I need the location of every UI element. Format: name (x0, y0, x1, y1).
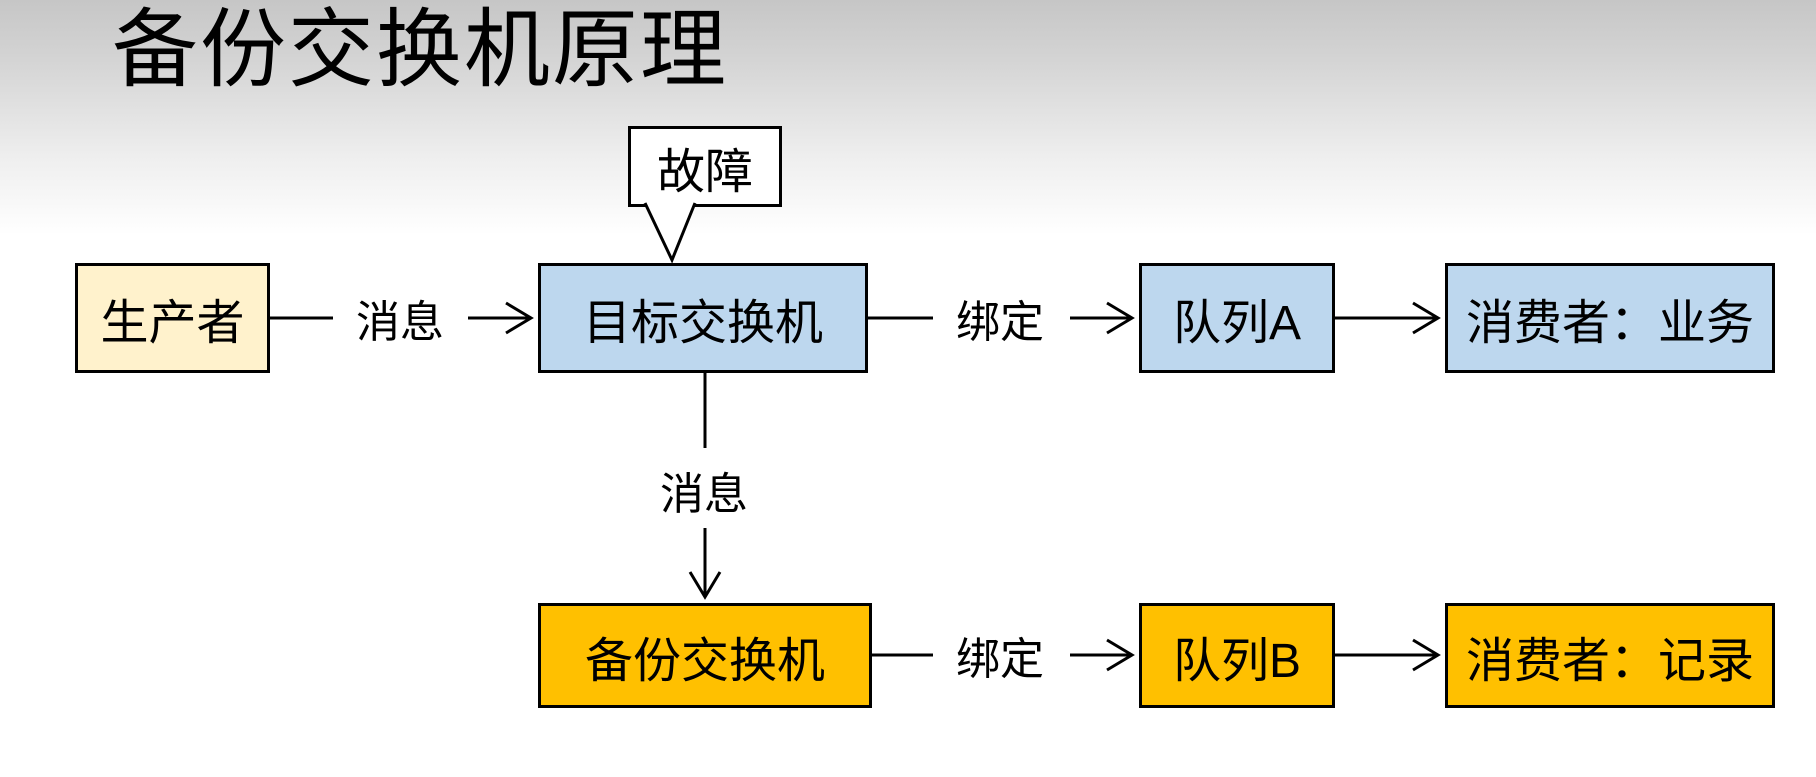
node-consumer-business: 消费者：业务 (1445, 263, 1775, 373)
node-backup-exchange: 备份交换机 (538, 603, 872, 708)
node-consumer-record-label: 消费者：记录 (1465, 634, 1754, 688)
node-target-exchange: 目标交换机 (538, 263, 868, 373)
edge-label-message-top: 消息 (356, 298, 444, 347)
node-backup-exchange-label: 备份交换机 (584, 634, 825, 688)
fault-callout: 故障 (628, 126, 782, 207)
node-producer: 生产者 (75, 263, 270, 373)
node-queue-a: 队列A (1139, 263, 1335, 373)
edge-label-binding-top: 绑定 (956, 298, 1044, 347)
edge-label-binding-bottom: 绑定 (956, 635, 1044, 684)
slide-title: 备份交换机原理 (112, 2, 728, 98)
node-queue-a-label: 队列A (1172, 297, 1302, 350)
node-queue-b-label: 队列B (1172, 634, 1302, 688)
node-target-exchange-label: 目标交换机 (582, 297, 823, 350)
node-producer-label: 生产者 (100, 297, 245, 350)
edge-label-message-vertical: 消息 (660, 470, 748, 519)
fault-callout-tail (643, 202, 697, 264)
node-queue-b: 队列B (1139, 603, 1335, 708)
fault-callout-label: 故障 (656, 145, 753, 199)
node-consumer-record: 消费者：记录 (1445, 603, 1775, 708)
node-consumer-business-label: 消费者：业务 (1465, 297, 1754, 350)
